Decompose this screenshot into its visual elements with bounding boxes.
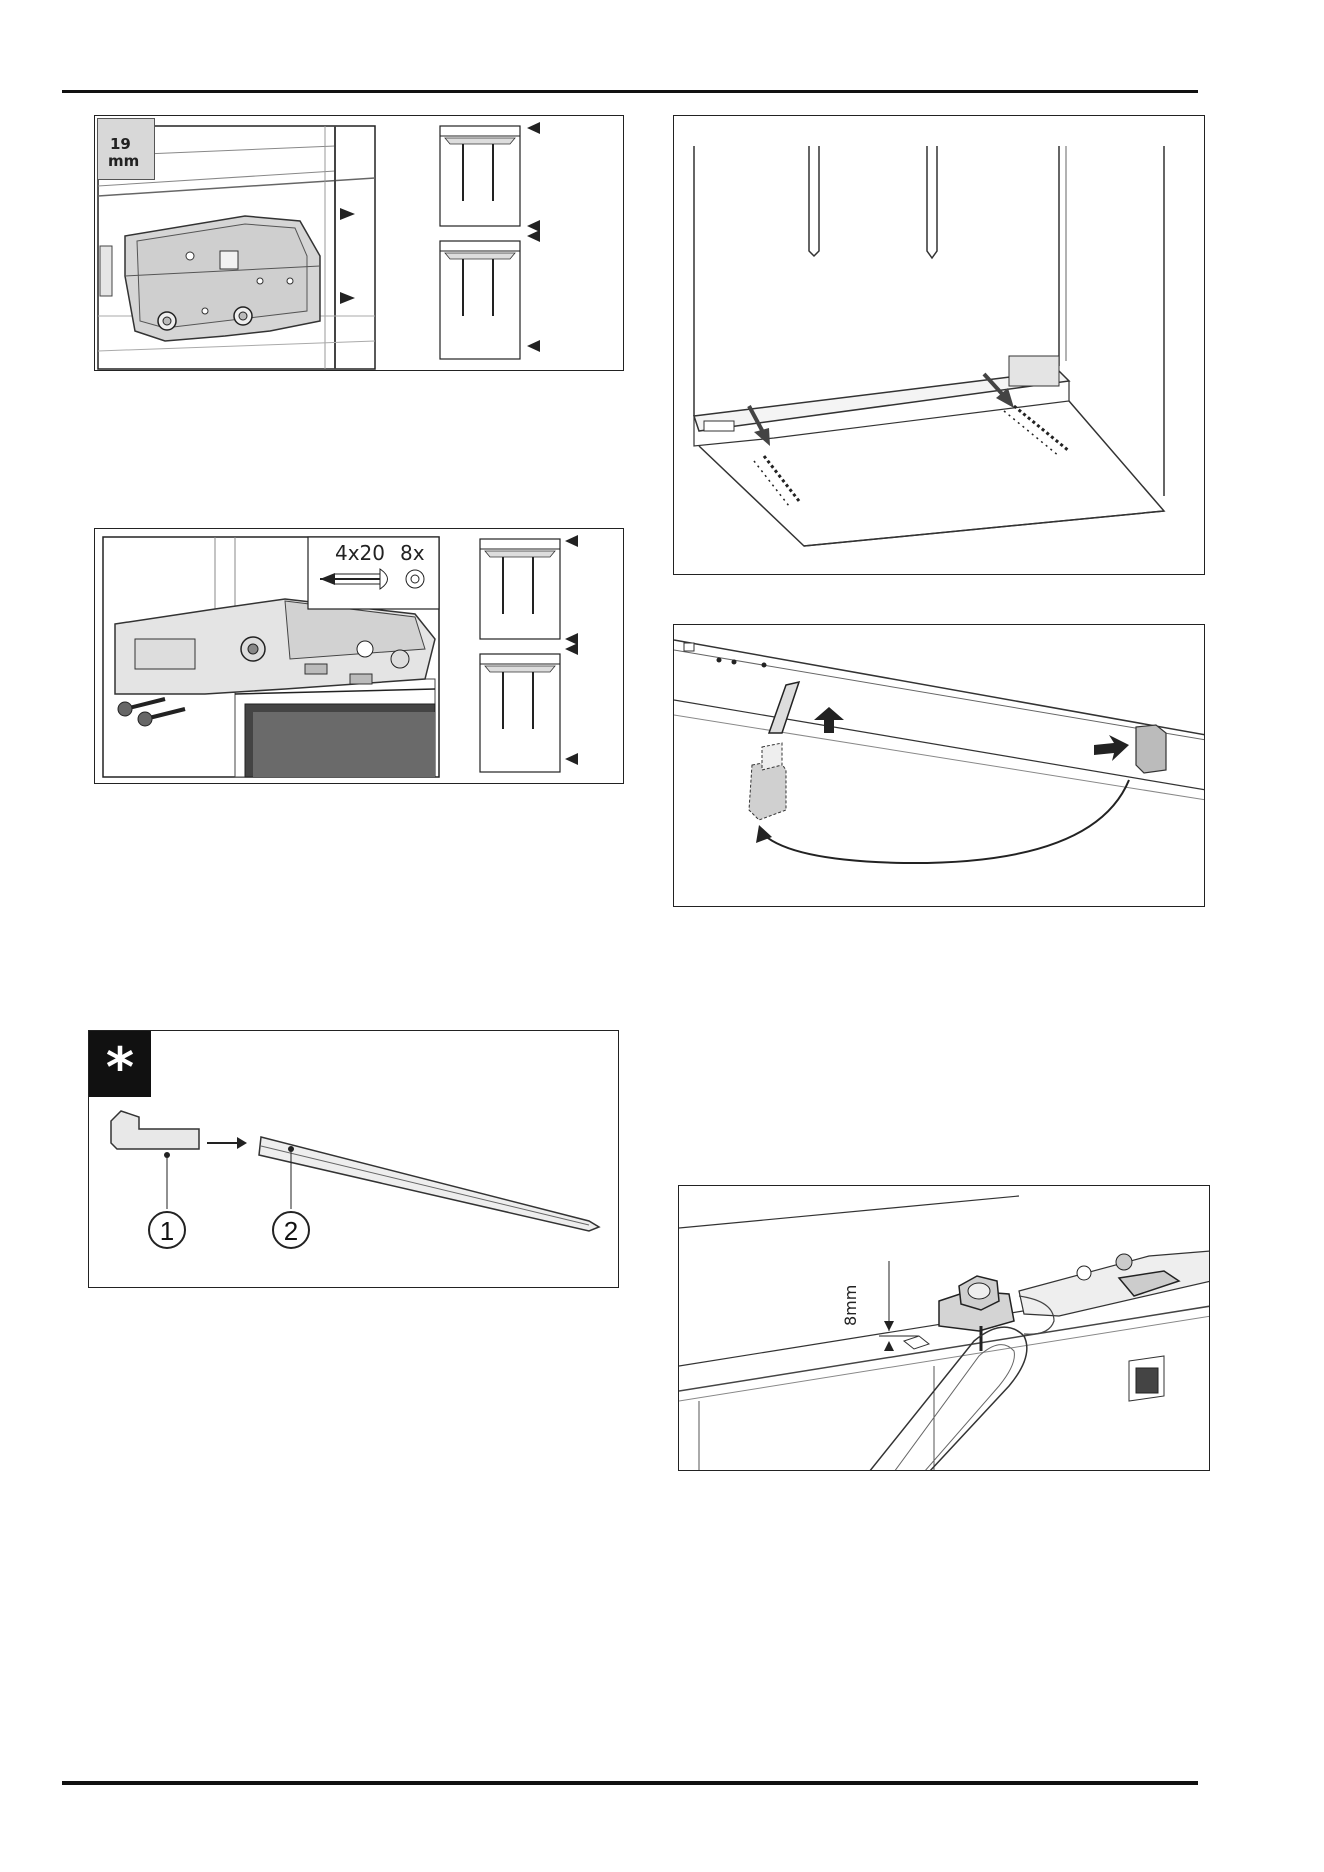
figure-cabinet-bottom <box>673 115 1205 575</box>
figure-hinge-gap: 8mm <box>678 1185 1210 1471</box>
figure-tool-tip: * 1 2 <box>88 1030 619 1288</box>
footer-rule <box>62 1781 1198 1785</box>
board-thickness-unit: mm <box>108 152 139 170</box>
board-thickness-label: 19 <box>110 135 131 153</box>
figure-hinge-board-thickness: 19 mm <box>94 115 624 371</box>
hinge-screws-illustration <box>95 529 624 784</box>
figure-rail-clip <box>673 624 1205 907</box>
figure-hinge-screws: 4x20 8x <box>94 528 624 784</box>
header-rule <box>62 90 1198 93</box>
rail-clip-illustration <box>674 625 1205 907</box>
callout-2: 2 <box>272 1211 310 1249</box>
gap-dimension-label: 8mm <box>841 1285 860 1326</box>
screw-count-label: 8x <box>400 541 425 565</box>
callout-1: 1 <box>148 1211 186 1249</box>
board-thickness-icon: 19 mm <box>97 118 155 180</box>
screw-size-label: 4x20 <box>335 541 385 565</box>
cabinet-illustration <box>674 116 1205 575</box>
tool-illustration <box>89 1031 619 1288</box>
hinge-gap-illustration <box>679 1186 1210 1471</box>
hinge-illustration <box>95 116 624 371</box>
